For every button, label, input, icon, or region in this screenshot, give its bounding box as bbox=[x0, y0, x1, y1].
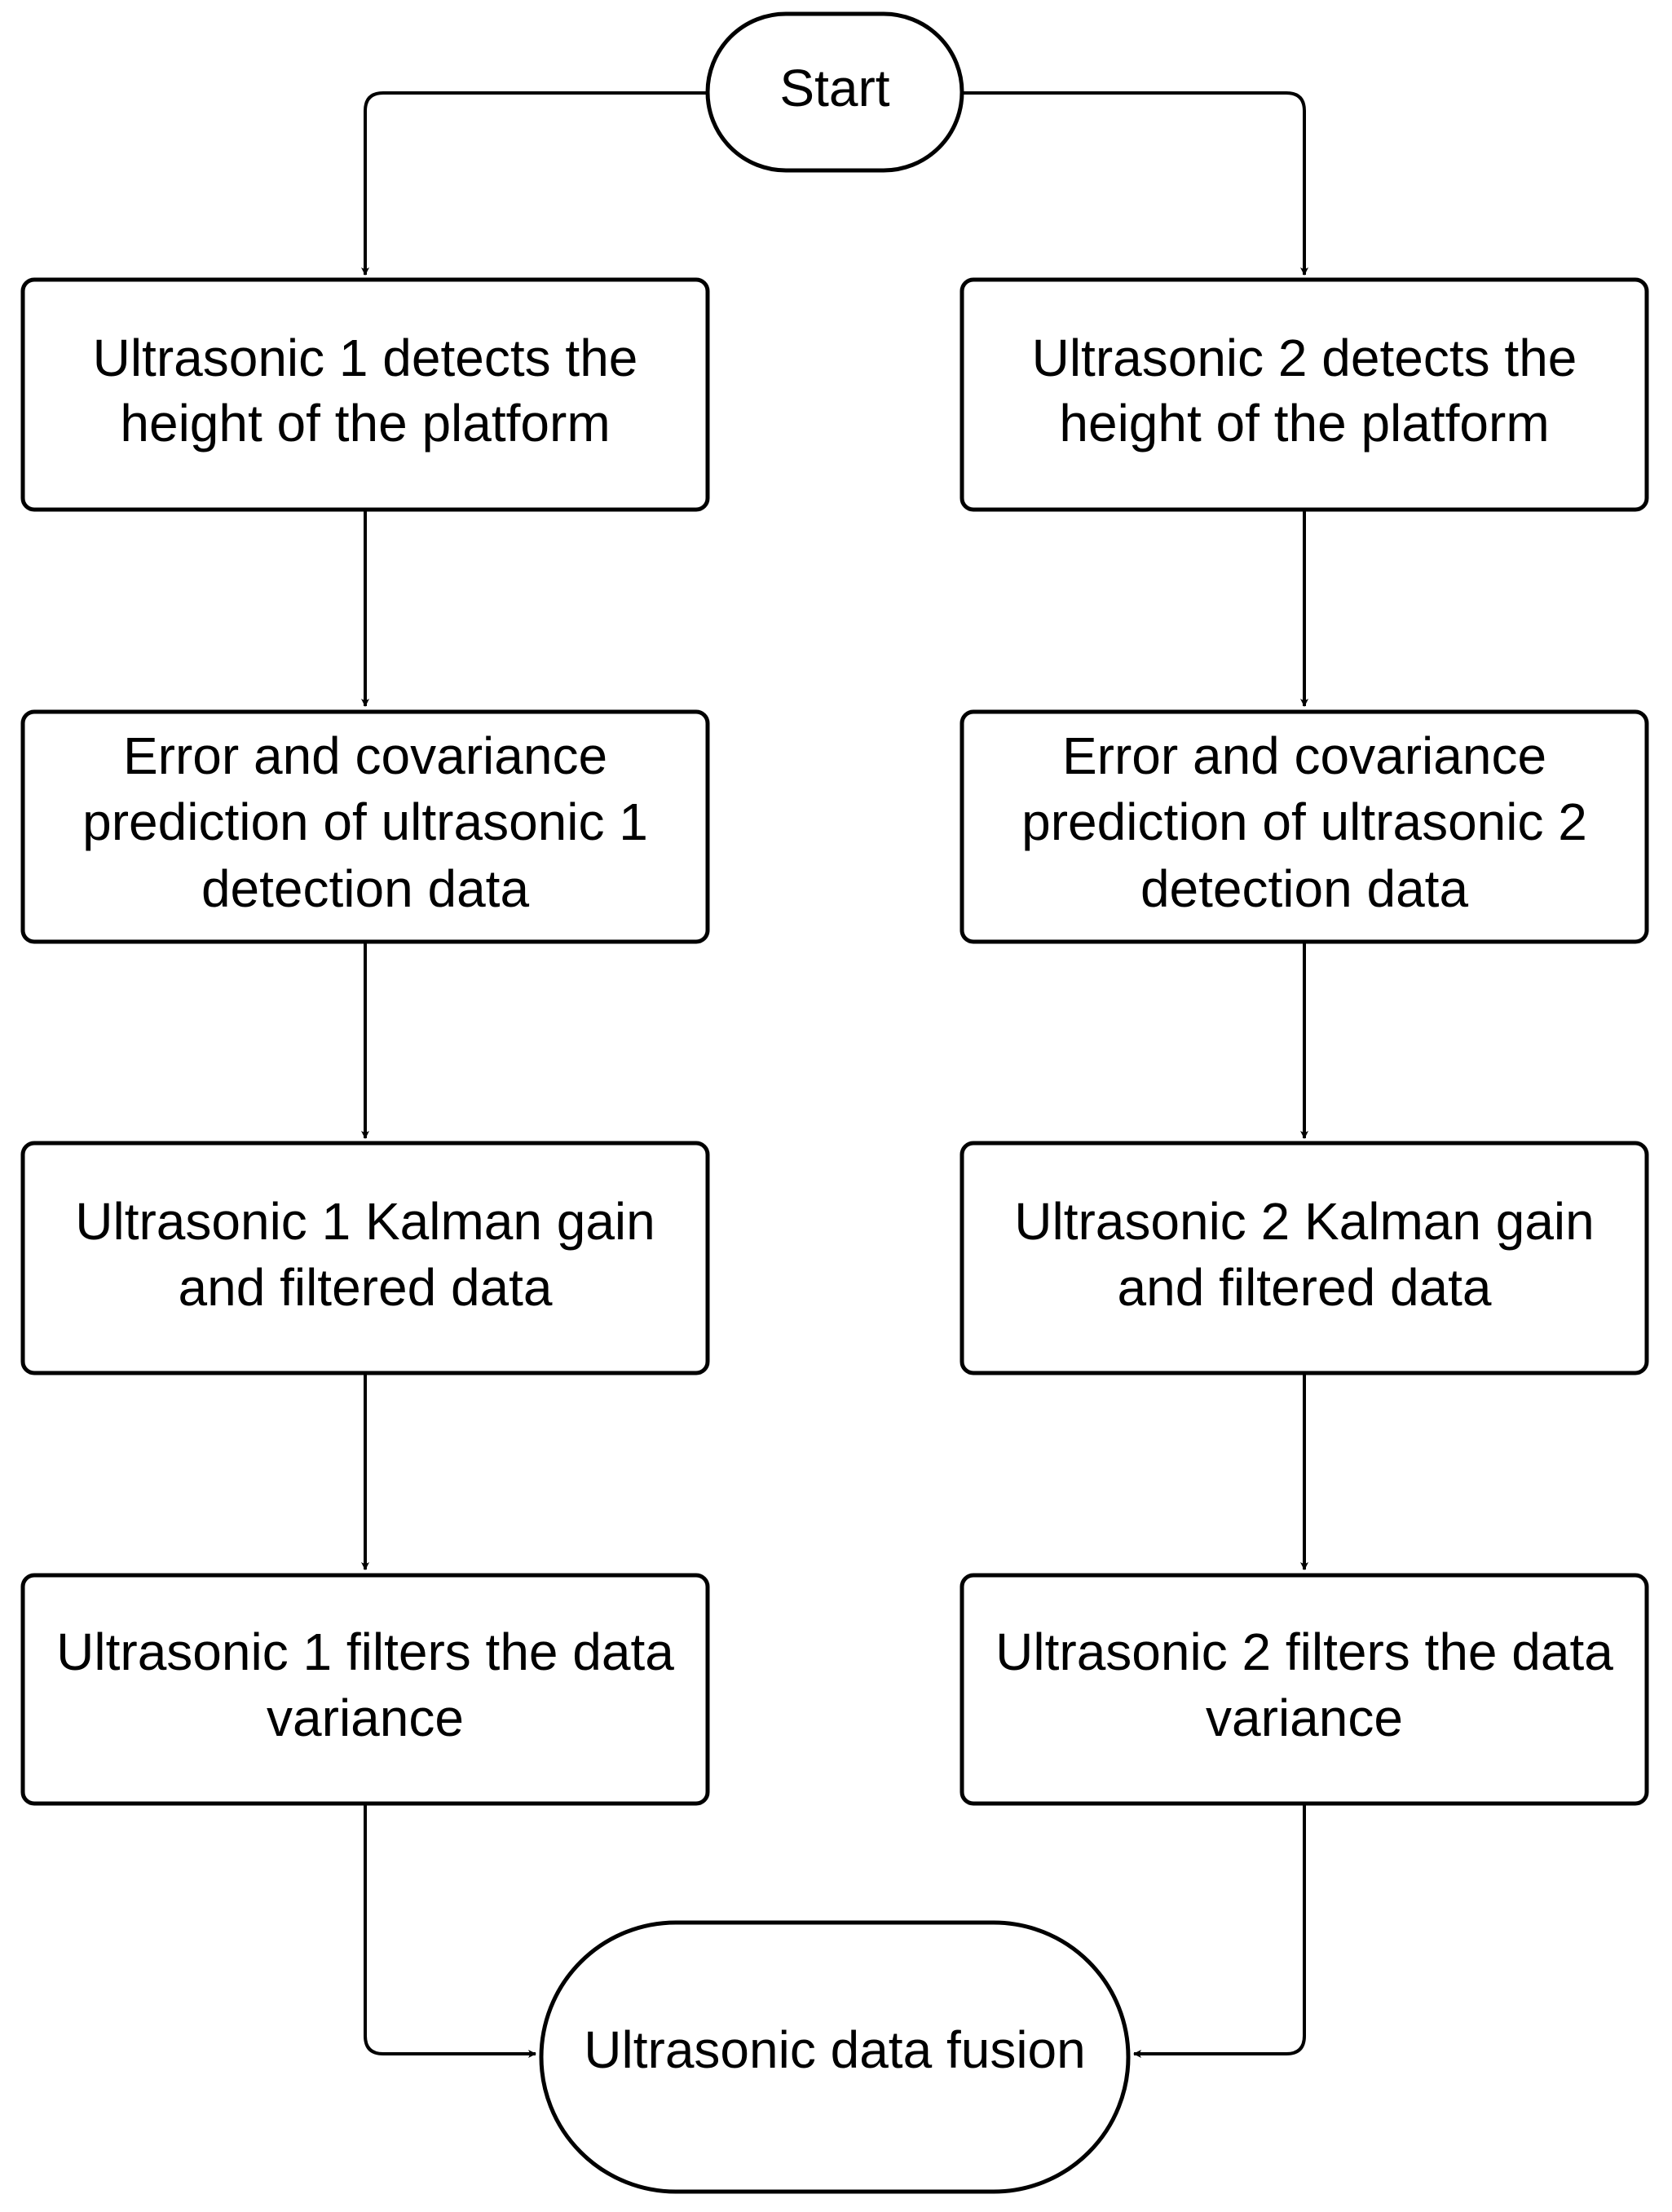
left-predict-box bbox=[20, 709, 710, 944]
left-kalman-label-line-2: and filtered data bbox=[179, 1258, 553, 1317]
right-variance-label-line-2: variance bbox=[1206, 1689, 1403, 1747]
connectors bbox=[361, 91, 1308, 2058]
left-detect-box bbox=[20, 277, 710, 512]
left-variance-label-line-1: Ultrasonic 1 filters the data bbox=[56, 1623, 674, 1681]
right-predict-label-line-2: prediction of ultrasonic 2 bbox=[1021, 793, 1587, 851]
fusion-node: Ultrasonic data fusion bbox=[539, 1920, 1131, 2194]
right-kalman-label-line-2: and filtered data bbox=[1118, 1258, 1492, 1317]
left-detect-node: Ultrasonic 1 detects the height of the p… bbox=[20, 277, 710, 512]
left-variance-node: Ultrasonic 1 filters the data variance bbox=[20, 1573, 710, 1806]
right-predict-box bbox=[960, 709, 1649, 944]
right-predict-node: Error and covariance prediction of ultra… bbox=[960, 709, 1649, 944]
fusion-label: Ultrasonic data fusion bbox=[584, 2020, 1085, 2079]
right-detect-label-line-2: height of the platform bbox=[1059, 394, 1549, 453]
arrow-start-to-left-detect bbox=[361, 91, 708, 276]
left-variance-label-line-2: variance bbox=[267, 1689, 464, 1747]
right-variance-label-line-1: Ultrasonic 2 filters the data bbox=[995, 1623, 1613, 1681]
right-variance-node: Ultrasonic 2 filters the data variance bbox=[960, 1573, 1649, 1806]
start-terminator-shape bbox=[705, 11, 964, 173]
right-detect-label-line-1: Ultrasonic 2 detects the bbox=[1032, 329, 1577, 387]
left-variance-box bbox=[20, 1573, 710, 1806]
right-detect-node: Ultrasonic 2 detects the height of the p… bbox=[960, 277, 1649, 512]
left-kalman-box bbox=[20, 1141, 710, 1375]
right-detect-box bbox=[960, 277, 1649, 512]
arrow-left-variance-to-fusion bbox=[364, 1804, 536, 2058]
start-node: Start bbox=[705, 11, 964, 173]
left-predict-label-line-3: detection data bbox=[201, 859, 530, 918]
right-kalman-box bbox=[960, 1141, 1649, 1375]
fusion-terminator-shape bbox=[539, 1920, 1131, 2194]
right-predict-label-line-3: detection data bbox=[1140, 859, 1469, 918]
left-kalman-node: Ultrasonic 1 Kalman gain and filtered da… bbox=[20, 1141, 710, 1375]
right-kalman-label-line-1: Ultrasonic 2 Kalman gain bbox=[1014, 1192, 1594, 1251]
left-detect-label-line-2: height of the platform bbox=[120, 394, 610, 453]
right-kalman-node: Ultrasonic 2 Kalman gain and filtered da… bbox=[960, 1141, 1649, 1375]
left-detect-label-line-1: Ultrasonic 1 detects the bbox=[93, 329, 638, 387]
start-label: Start bbox=[779, 59, 889, 117]
arrow-right-variance-to-fusion bbox=[1133, 1804, 1306, 2058]
right-variance-box bbox=[960, 1573, 1649, 1806]
left-predict-node: Error and covariance prediction of ultra… bbox=[20, 709, 710, 944]
right-predict-label-line-1: Error and covariance bbox=[1062, 726, 1546, 785]
left-predict-label-line-1: Error and covariance bbox=[123, 726, 607, 785]
left-predict-label-line-2: prediction of ultrasonic 1 bbox=[82, 793, 648, 851]
arrow-start-to-right-detect bbox=[962, 91, 1308, 276]
left-kalman-label-line-1: Ultrasonic 1 Kalman gain bbox=[75, 1192, 655, 1251]
